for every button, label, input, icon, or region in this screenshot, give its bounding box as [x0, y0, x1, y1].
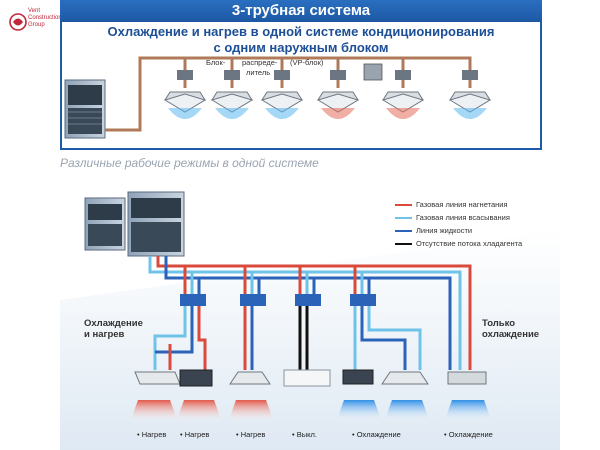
indoor-unit-duct-2 — [179, 369, 213, 387]
bottom-indoor-units — [134, 369, 487, 387]
indoor-unit-3 — [260, 91, 304, 119]
logo-line-3: Group — [28, 22, 45, 28]
bottom-outdoor-units — [84, 191, 185, 257]
modes-caption: Различные рабочие режимы в одной системе — [60, 156, 319, 170]
logo-line-2: Construction — [28, 15, 62, 21]
bottom-distributor-boxes — [180, 294, 376, 306]
top-outdoor-unit — [64, 79, 106, 139]
left-mode-label: Охлаждение и нагрев — [84, 318, 143, 340]
left-mode-label-line-2: и нагрев — [84, 329, 125, 340]
indoor-unit-wall-4 — [283, 369, 331, 387]
distributor-label-c: литель — [246, 68, 271, 77]
distributor-label-a: Блок- — [206, 58, 226, 67]
indoor-unit-cassette-3 — [229, 371, 271, 385]
mode-label-5: • Охлаждение — [352, 430, 401, 439]
bottom-pipes — [148, 256, 472, 370]
right-mode-label-line-2: охлаждение — [482, 329, 540, 340]
distributor-label-b: распреде- — [242, 58, 278, 67]
indoor-unit-1 — [163, 91, 207, 119]
indoor-unit-2 — [210, 91, 254, 119]
legend-liquid: Линия жидкости — [416, 226, 473, 235]
legend-swatches — [395, 204, 412, 245]
panel-subtitle-line-2: с одним наружным блоком — [213, 40, 389, 55]
top-pipes — [105, 56, 472, 132]
mode-label-6: • Охлаждение — [444, 430, 493, 439]
panel-title-bar — [60, 0, 542, 22]
logo-mark-icon — [9, 13, 27, 31]
mode-label-2: • Нагрев — [180, 430, 210, 439]
logo-text: Vent Construction Group — [28, 8, 62, 29]
indoor-unit-ceiling-1 — [134, 371, 181, 385]
mode-label-4: • Выкл. — [292, 430, 317, 439]
indoor-unit-5 — [381, 91, 425, 119]
top-indoor-units — [163, 91, 492, 119]
legend-no-flow: Отсутствие потока хладагента — [416, 239, 523, 248]
legend-suction: Газовая линия всасывания — [416, 213, 510, 222]
indoor-unit-6 — [448, 91, 492, 119]
legend-discharge: Газовая линия нагнетания — [416, 200, 508, 209]
mode-label-3: • Нагрев — [236, 430, 266, 439]
right-mode-label-line-1: Только — [482, 318, 516, 329]
vp-unit-label: (VP-блок) — [290, 58, 324, 67]
mode-label-1: • Нагрев — [137, 430, 167, 439]
panel-subtitle-line-1: Охлаждение и нагрев в одной системе конд… — [107, 24, 495, 39]
top-distributor-boxes — [177, 63, 478, 81]
left-mode-label-line-1: Охлаждение — [84, 318, 143, 329]
right-mode-label: Только охлаждение — [482, 318, 539, 340]
company-logo: Vent Construction Group — [6, 6, 66, 40]
indoor-unit-duct-5 — [342, 369, 374, 385]
logo-line-1: Vent — [28, 8, 41, 14]
airflow-plumes — [130, 400, 492, 422]
indoor-unit-ceiling-7 — [447, 371, 487, 385]
panel-title: 3-трубная система — [231, 2, 371, 19]
indoor-unit-cassette-6 — [381, 371, 429, 385]
indoor-unit-4 — [316, 91, 360, 119]
